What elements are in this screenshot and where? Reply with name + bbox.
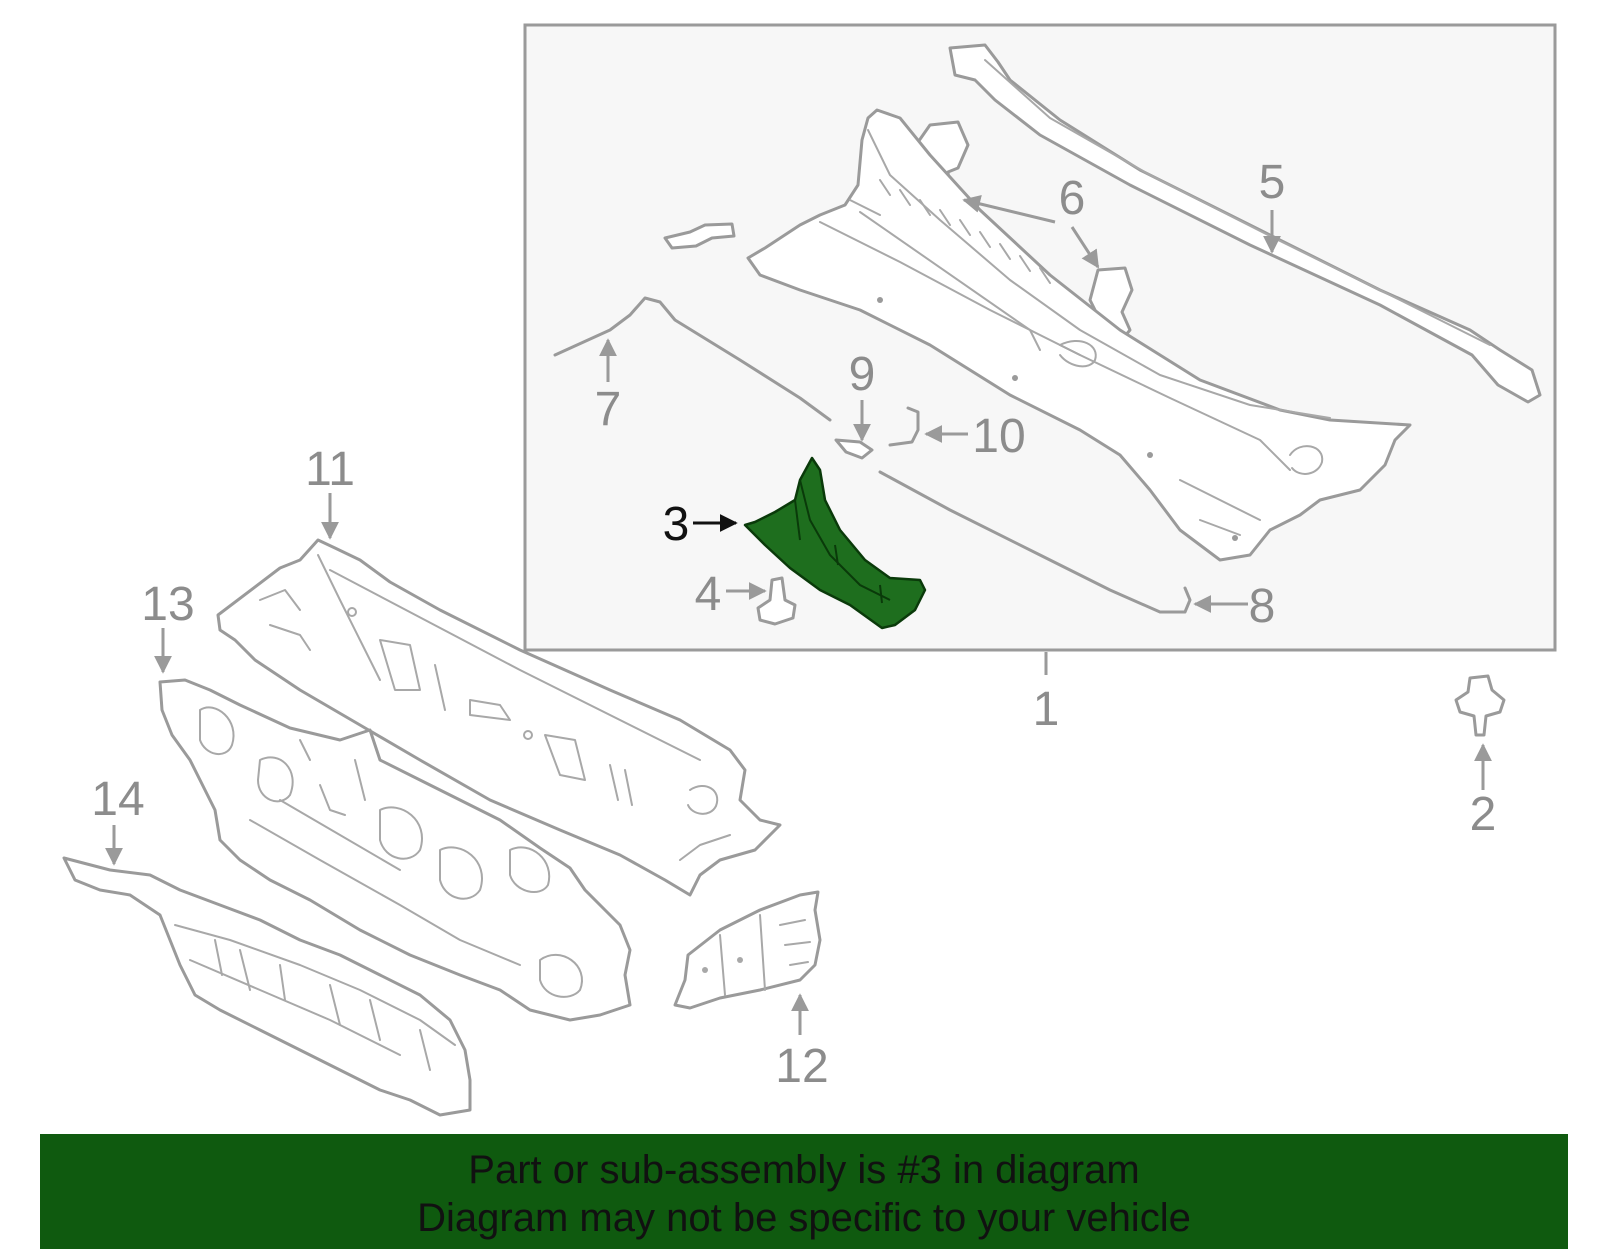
callout-5: 5 (1259, 156, 1286, 209)
callout-11: 11 (305, 443, 355, 496)
callout-14: 14 (91, 773, 144, 826)
callout-4: 4 (695, 568, 722, 621)
banner-line-disclaimer: Diagram may not be specific to your vehi… (417, 1196, 1191, 1240)
part-13-dash-panel (158, 678, 632, 1022)
part-4-clip (756, 576, 797, 626)
part-2-clip (1454, 674, 1506, 737)
callout-8: 8 (1249, 580, 1276, 633)
callout-3: 3 (663, 498, 690, 551)
part-5-weatherstrip (948, 43, 1542, 404)
part-10-hose (888, 406, 920, 447)
cowl-top-panel (746, 108, 1412, 562)
part-7-hose (553, 296, 832, 422)
callout-1: 1 (1033, 683, 1060, 736)
part-14-dash-insulator (62, 856, 472, 1117)
callout-2: 2 (1470, 788, 1497, 841)
wire-clip (663, 222, 736, 250)
info-banner: Part or sub-assembly is #3 in diagram Di… (40, 1134, 1568, 1249)
callout-13: 13 (141, 578, 194, 631)
leader-lines (105, 195, 1492, 1035)
callout-6: 6 (1059, 172, 1086, 225)
callout-7: 7 (595, 383, 622, 436)
callout-10: 10 (972, 410, 1025, 463)
callout-9: 9 (849, 348, 876, 401)
part-12-bracket (673, 890, 822, 1010)
banner-line-part: Part or sub-assembly is #3 in diagram (468, 1148, 1140, 1192)
part-11-cowl-panel (216, 538, 782, 897)
part-3-cowl-side-cover (743, 456, 927, 630)
callout-12: 12 (775, 1040, 828, 1093)
part-8-hose (878, 470, 1192, 614)
